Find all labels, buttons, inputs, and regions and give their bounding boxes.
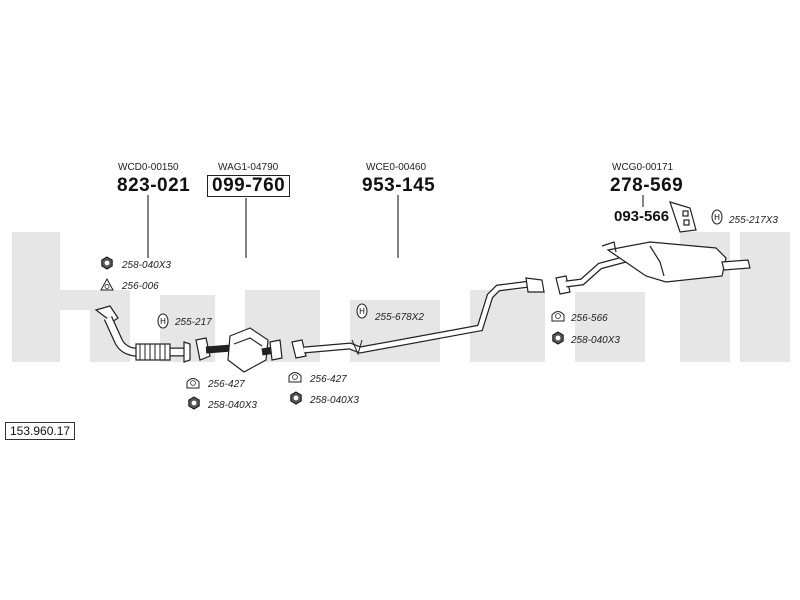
fitting-label: 256-427 <box>208 379 245 390</box>
nut-icon <box>188 396 200 410</box>
sub-part-number: 093-566 <box>614 208 670 225</box>
gasket-round-icon <box>186 378 200 389</box>
rubber-mount-icon <box>711 209 723 225</box>
middle-pipe <box>291 277 545 359</box>
fitting-label: 258-040X3 <box>571 335 620 346</box>
nut-icon <box>552 331 564 345</box>
fitting-label: 258-040X3 <box>122 260 171 271</box>
rubber-mount-icon <box>356 303 368 319</box>
part-number: 278-569 <box>610 175 684 196</box>
group-code: WCG0-00171 <box>612 162 674 173</box>
rubber-mount-icon <box>157 313 169 329</box>
part-number: 823-021 <box>117 175 191 196</box>
group-code: WAG1-04790 <box>218 162 279 173</box>
nut-icon <box>290 391 302 405</box>
group-code: WCE0-00460 <box>366 162 427 173</box>
fitting-label: 256-006 <box>122 281 159 292</box>
fitting-label: 255-217X3 <box>729 215 778 226</box>
part-number: 953-145 <box>362 175 436 196</box>
rear-silencer <box>555 201 751 295</box>
reference-number: 153.960.17 <box>5 422 76 440</box>
group-code: WCD0-00150 <box>118 162 179 173</box>
fitting-label: 256-427 <box>310 374 347 385</box>
fitting-label: 258-040X3 <box>208 400 257 411</box>
gasket-round-icon <box>288 372 302 383</box>
fitting-label: 255-217 <box>175 317 212 328</box>
catalytic-converter <box>195 327 283 373</box>
gasket-triangle-icon <box>100 278 114 291</box>
gasket-round-icon <box>551 311 565 322</box>
front-pipe <box>94 305 191 363</box>
fitting-label: 258-040X3 <box>310 395 359 406</box>
fitting-label: 256-566 <box>571 313 608 324</box>
nut-icon <box>101 256 113 270</box>
leader-lines <box>147 195 644 258</box>
fitting-label: 255-678X2 <box>375 312 424 323</box>
part-number: 099-760 <box>207 175 291 197</box>
